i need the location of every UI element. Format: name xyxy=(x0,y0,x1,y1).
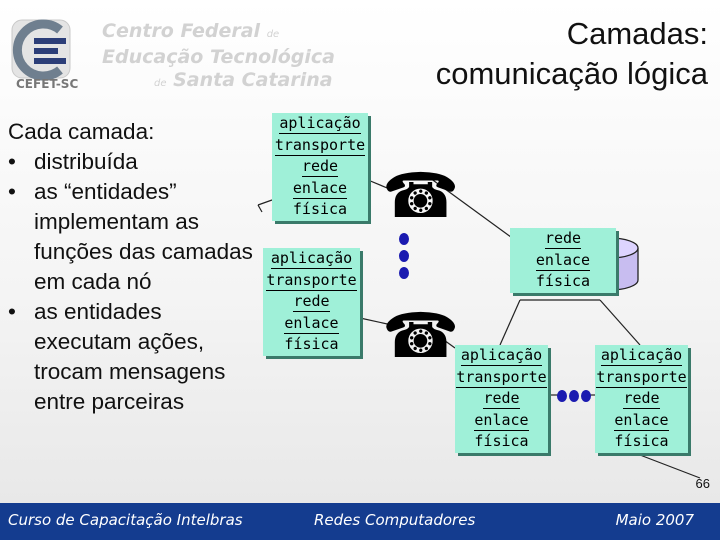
layer-application: aplicação xyxy=(279,114,361,134)
body-intro: Cada camada: xyxy=(8,119,155,144)
slide-body: Cada camada: distribuída as “entidades” … xyxy=(8,117,258,417)
footer-course: Curso de Capacitação Intelbras xyxy=(8,511,243,529)
logo-line1: Centro Federal xyxy=(102,20,261,42)
logo-acronym: CEFET-SC xyxy=(16,77,79,91)
network-links xyxy=(257,177,701,479)
title-line1: Camadas: xyxy=(566,16,708,51)
layer-application: aplicação xyxy=(270,249,353,269)
logo-line3: Santa Catarina xyxy=(173,69,333,91)
layer-transport: transporte xyxy=(596,367,687,388)
page-number: 66 xyxy=(695,476,710,491)
layer-network: rede xyxy=(544,229,582,249)
stack-router: rede enlace física xyxy=(510,228,616,293)
layer-transport: transporte xyxy=(266,270,357,291)
logo-line1-small: de xyxy=(266,29,280,40)
bullet-list: distribuída as “entidades” implementam a… xyxy=(8,147,258,417)
layer-network: rede xyxy=(623,389,660,409)
title-line2: comunicação lógica xyxy=(435,56,708,91)
layer-physical: física xyxy=(474,432,529,450)
layer-physical: física xyxy=(614,432,669,450)
bullet-item: as “entidades” implementam as funções da… xyxy=(8,177,258,297)
layer-physical: física xyxy=(284,335,339,353)
telephone-icon: ☎ xyxy=(382,159,460,232)
layer-link: enlace xyxy=(614,410,669,431)
layer-physical: física xyxy=(535,272,591,290)
footer-bar: Curso de Capacitação Intelbras Redes Com… xyxy=(0,503,720,540)
ellipsis-dots-icon xyxy=(399,233,409,284)
layer-network: rede xyxy=(293,292,330,312)
bullet-item: distribuída xyxy=(8,147,258,177)
footer-subject: Redes Computadores xyxy=(314,511,476,529)
logo-line2: Educação Tecnológica xyxy=(102,46,335,68)
layer-network: rede xyxy=(301,157,339,177)
layer-application: aplicação xyxy=(460,346,543,366)
layer-link: enlace xyxy=(292,178,348,199)
stack-host-left: aplicação transporte rede enlace física xyxy=(263,248,360,356)
layer-physical: física xyxy=(292,200,348,218)
logo-line3-small: de xyxy=(154,78,167,89)
stack-host-bottom-center: aplicação transporte rede enlace física xyxy=(455,345,548,453)
telephone-icon: ☎ xyxy=(382,299,460,372)
layer-link: enlace xyxy=(535,250,591,271)
footer-date: Maio 2007 xyxy=(615,511,694,529)
layer-link: enlace xyxy=(284,313,339,334)
bullet-item: as entidades executam ações, trocam mens… xyxy=(8,297,258,417)
stack-host-top: aplicação transporte rede enlace física xyxy=(272,113,368,221)
layer-transport: transporte xyxy=(456,367,547,388)
layer-application: aplicação xyxy=(600,346,683,366)
slide-title: Camadas: comunicação lógica xyxy=(436,14,708,94)
stack-host-bottom-right: aplicação transporte rede enlace física xyxy=(595,345,688,453)
institution-name: Centro Federal de Educação Tecnológica d… xyxy=(102,20,335,95)
ellipsis-dots-icon xyxy=(557,390,591,402)
layer-transport: transporte xyxy=(274,135,366,156)
cefet-logo-icon xyxy=(11,19,71,81)
layer-link: enlace xyxy=(474,410,529,431)
layer-network: rede xyxy=(483,389,520,409)
